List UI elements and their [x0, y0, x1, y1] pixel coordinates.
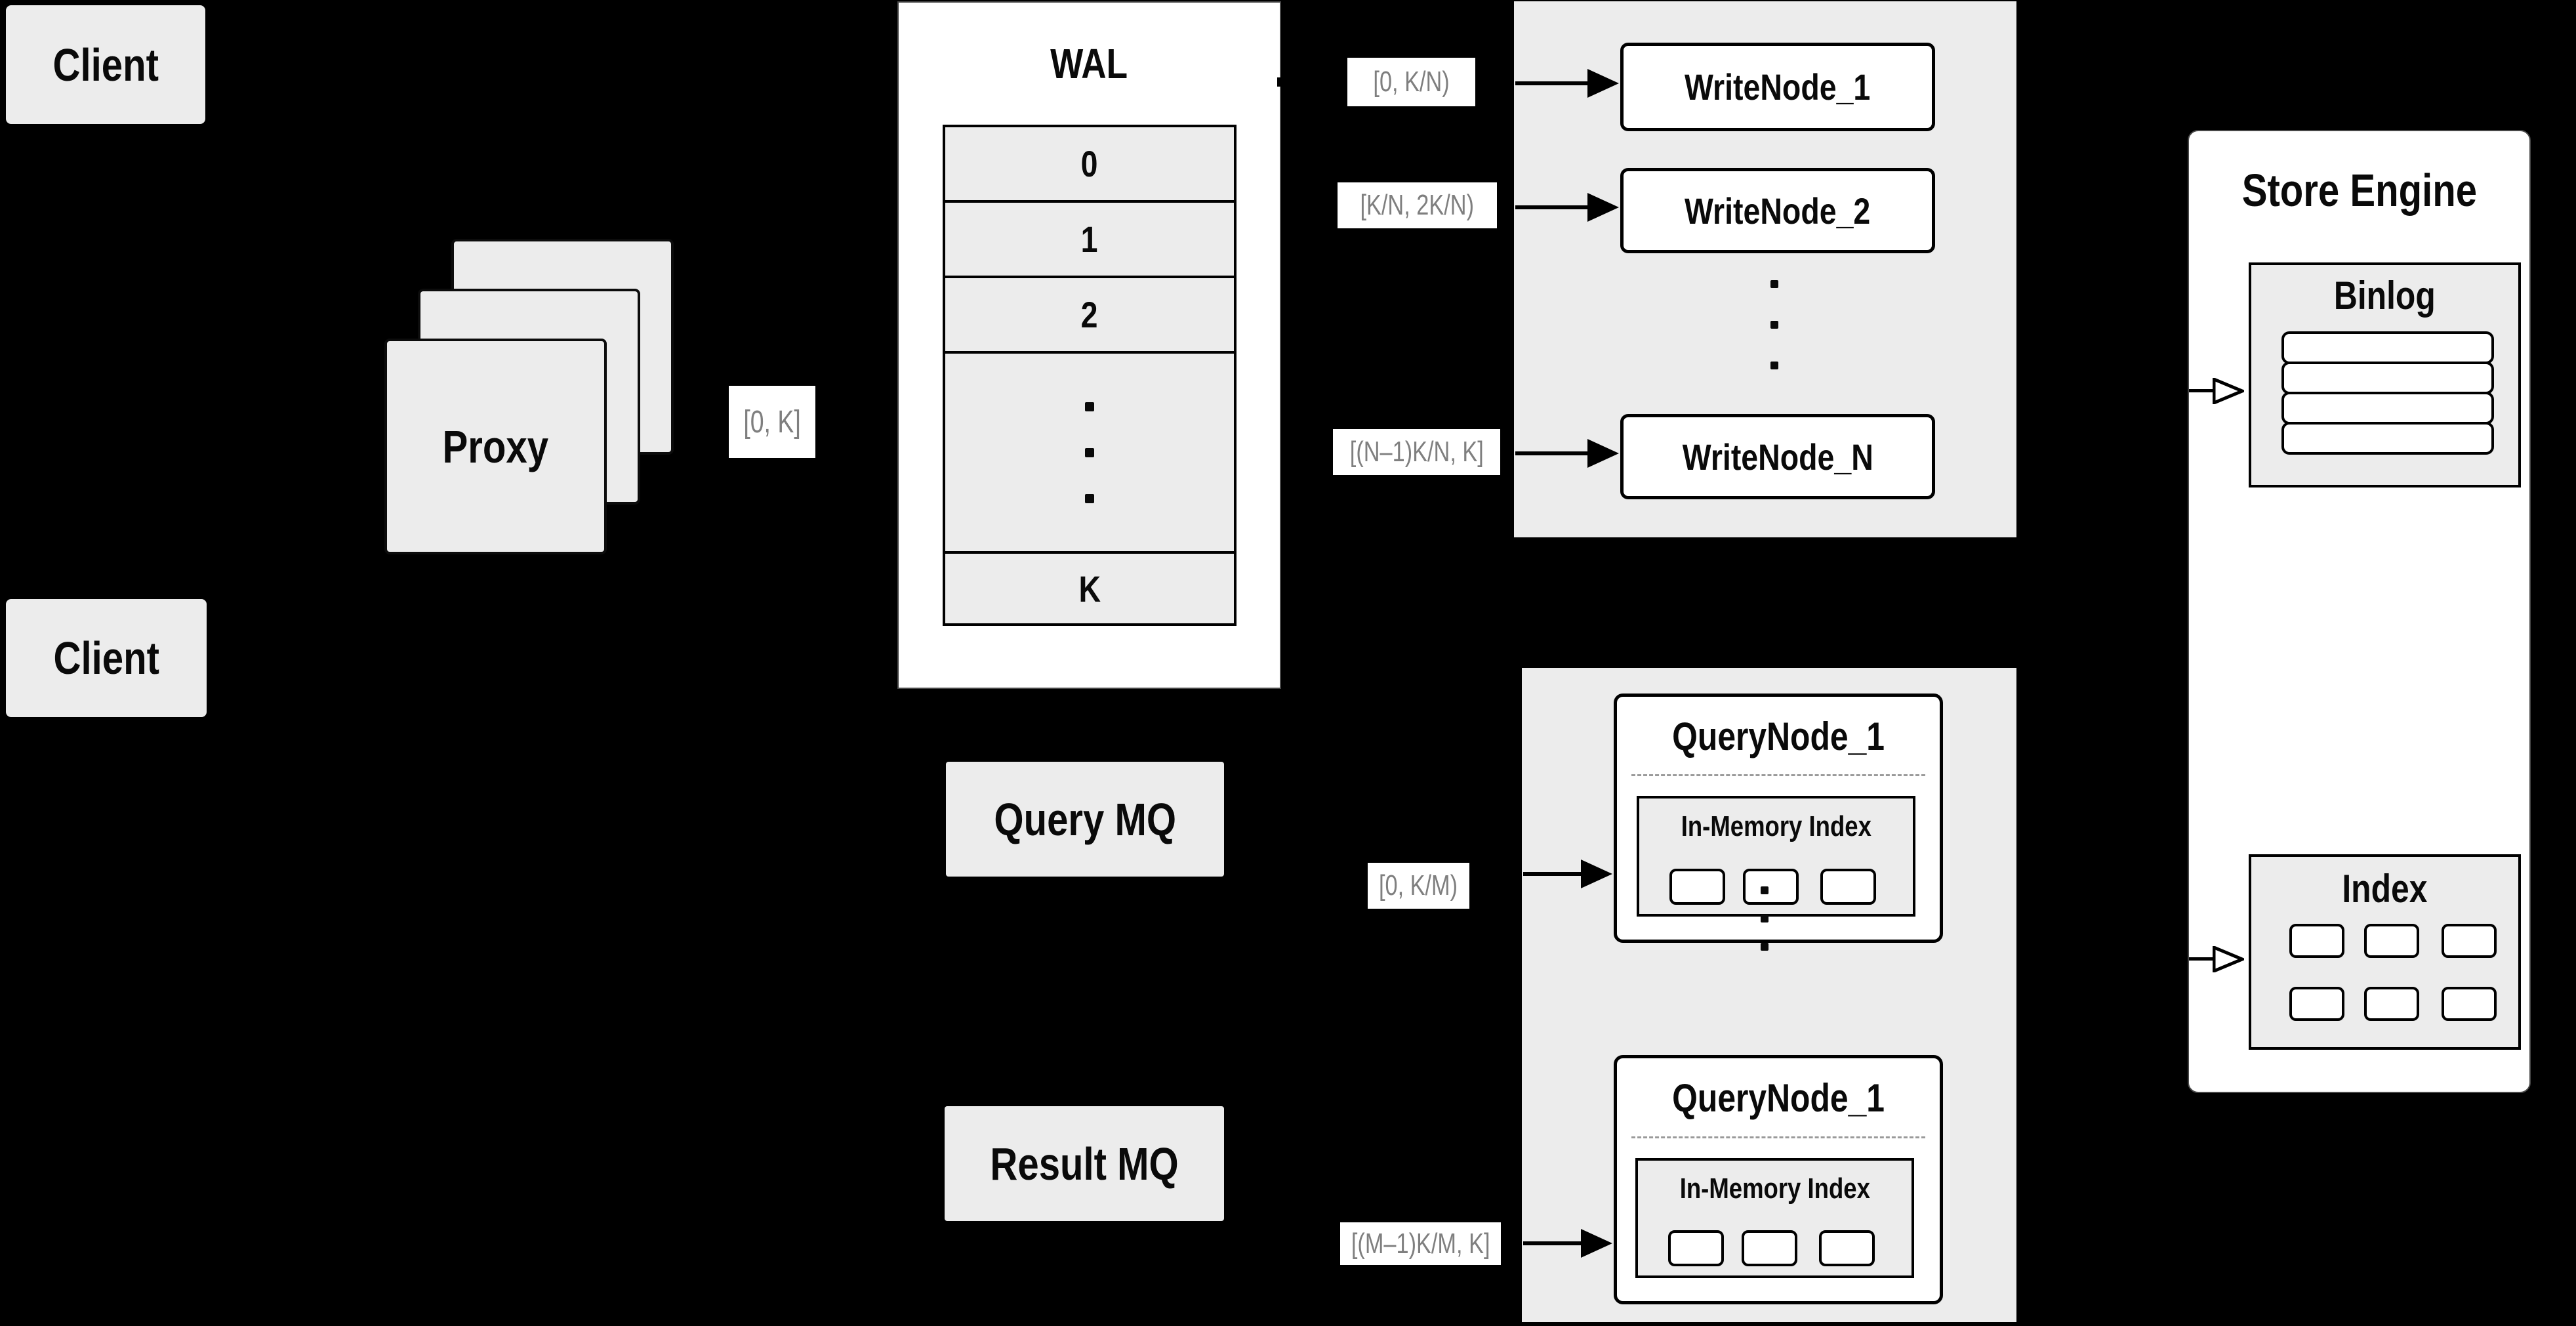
index-cell: [2364, 924, 2419, 958]
write-node-n-box: WriteNode_N: [1620, 414, 1935, 499]
binlog-rows: [2281, 331, 2494, 455]
binlog-box: Binlog: [2249, 262, 2521, 487]
wal-row-1: 1: [945, 203, 1234, 278]
segment-cell: [1820, 869, 1876, 905]
wal-row-ellipsis: [945, 354, 1234, 554]
arrow-to-write-node-1: [1515, 69, 1619, 98]
proxy-label: Proxy: [442, 421, 549, 472]
segment-cell: [1742, 1230, 1797, 1266]
index-cell: [2289, 987, 2344, 1021]
binlog-row: [2281, 422, 2494, 455]
query-node-1-box: QueryNode_1 In-Memory Index: [1614, 694, 1943, 943]
arrow-to-binlog: [2189, 378, 2244, 404]
index-title: Index: [2342, 866, 2428, 911]
range-label-write-node-1: [0, K/N): [1347, 58, 1475, 106]
binlog-row: [2281, 392, 2494, 425]
query-node-2-title: QueryNode_1: [1672, 1075, 1885, 1120]
range-label-query-node-2: [(M–1)K/M, K]: [1340, 1222, 1501, 1265]
arrow-to-write-node-n: [1515, 439, 1619, 468]
index-cell: [2442, 924, 2497, 958]
index-box: Index: [2249, 854, 2521, 1050]
arrow-to-index: [2189, 946, 2244, 972]
wal-row-k: K: [1078, 568, 1101, 610]
range-label-query-node-1: [0, K/M): [1368, 863, 1469, 909]
write-node-2-box: WriteNode_2: [1620, 168, 1935, 253]
index-cell: [2289, 924, 2344, 958]
range-label-write-node-n: [(N–1)K/N, K]: [1333, 429, 1500, 475]
index-cell: [2442, 987, 2497, 1021]
divider-dashed: [1631, 774, 1925, 776]
ellipsis-query-nodes: [1761, 886, 1768, 951]
ellipsis-write-nodes: [1770, 280, 1778, 369]
in-memory-index-title-1: In-Memory Index: [1681, 810, 1871, 842]
binlog-row: [2281, 331, 2494, 364]
segment-cell: [1743, 869, 1799, 905]
segment-cell: [1668, 1230, 1724, 1266]
result-mq-box: Result MQ: [945, 1106, 1224, 1221]
client-bottom-label: Client: [53, 632, 159, 684]
arrow-to-query-node-2: [1523, 1229, 1612, 1258]
range-label-write-node-2: [K/N, 2K/N): [1338, 182, 1497, 228]
client-box-bottom: Client: [6, 599, 207, 717]
query-node-2-box: QueryNode_1 In-Memory Index: [1614, 1055, 1943, 1304]
query-mq-box: Query MQ: [946, 762, 1224, 877]
wal-title: WAL: [1050, 40, 1128, 87]
in-memory-index-box-1: In-Memory Index: [1637, 796, 1915, 917]
binlog-row: [2281, 362, 2494, 394]
arrow-to-write-node-2: [1515, 193, 1619, 222]
range-label-proxy-wal: [0, K]: [729, 386, 815, 458]
in-memory-index-box-2: In-Memory Index: [1635, 1158, 1914, 1278]
client-top-label: Client: [52, 39, 159, 91]
binlog-title: Binlog: [2334, 273, 2436, 318]
index-cell: [2364, 987, 2419, 1021]
client-box-top: Client: [6, 5, 205, 124]
arrow-to-query-node-1: [1523, 860, 1612, 888]
wal-table: 0 1 2 K: [943, 125, 1237, 626]
query-node-1-title: QueryNode_1: [1672, 714, 1885, 758]
write-node-1-box: WriteNode_1: [1620, 43, 1935, 131]
wal-row-2: 2: [945, 278, 1234, 354]
wal-row-0: 0: [945, 127, 1234, 203]
in-memory-index-title-2: In-Memory Index: [1679, 1172, 1870, 1205]
wal-edge-line-tick: [1277, 77, 1281, 87]
proxy-box-front: Proxy: [384, 339, 607, 554]
segment-cell: [1819, 1230, 1875, 1266]
divider-dashed: [1631, 1136, 1925, 1138]
ellipsis-wal: [1085, 402, 1094, 503]
segment-cell: [1669, 869, 1725, 905]
store-engine-title: Store Engine: [2241, 165, 2477, 216]
